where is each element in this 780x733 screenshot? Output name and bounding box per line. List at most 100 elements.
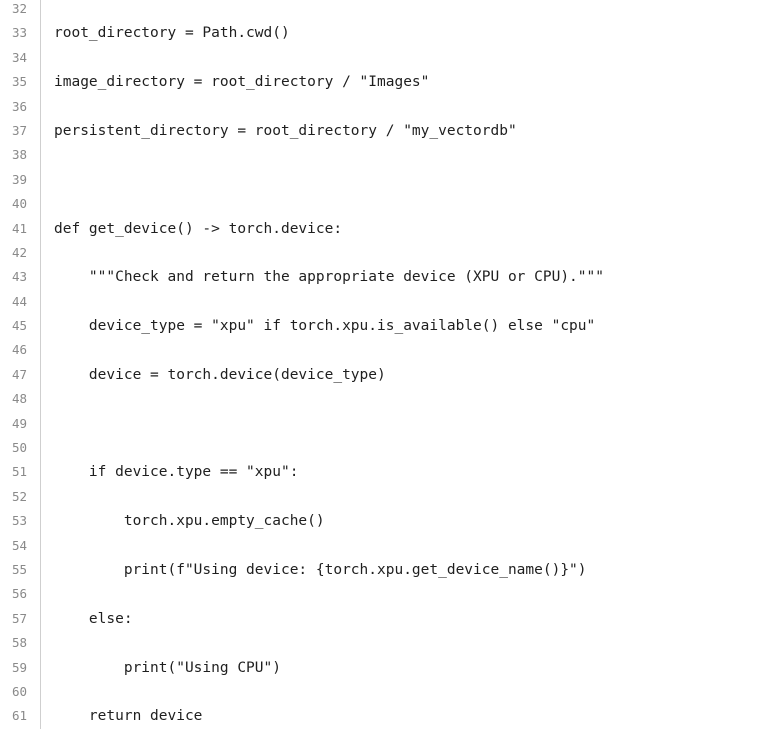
line-code[interactable]: device_type = "xpu" if torch.xpu.is_avai… xyxy=(54,318,596,335)
code-line[interactable]: 44 xyxy=(0,289,780,315)
line-number: 54 xyxy=(12,537,28,553)
code-line[interactable]: 39 xyxy=(0,167,780,193)
line-gutter: 48 xyxy=(0,387,41,412)
line-number: 60 xyxy=(12,683,28,699)
line-number: 39 xyxy=(12,171,28,187)
line-code[interactable] xyxy=(41,631,54,655)
line-number: 49 xyxy=(12,415,28,431)
code-line[interactable]: 37 persistent_directory = root_directory … xyxy=(0,118,780,144)
line-code[interactable] xyxy=(41,534,54,558)
line-code[interactable] xyxy=(41,46,54,70)
code-line[interactable]: 36 xyxy=(0,94,780,119)
line-code[interactable] xyxy=(41,485,54,509)
line-number: 56 xyxy=(12,586,28,602)
line-gutter: 42 xyxy=(0,240,41,266)
code-line[interactable]: 45 device_type = "xpu" if torch.xpu.is_a… xyxy=(0,314,780,339)
line-gutter: 39 xyxy=(0,167,41,193)
line-code[interactable] xyxy=(41,143,54,167)
line-gutter: 44 xyxy=(0,289,41,315)
line-code[interactable]: torch.xpu.empty_cache() xyxy=(54,513,325,530)
code-line[interactable]: 52 xyxy=(0,484,780,510)
line-gutter: 40 xyxy=(0,192,41,217)
line-number: 52 xyxy=(12,488,28,504)
code-line[interactable]: 49 xyxy=(0,411,780,437)
line-code[interactable]: persistent_directory = root_directory / … xyxy=(54,122,517,139)
line-code[interactable]: else: xyxy=(54,610,133,627)
line-gutter: 60 xyxy=(0,679,41,705)
line-code[interactable] xyxy=(41,582,54,606)
line-number: 46 xyxy=(12,342,28,358)
line-number: 48 xyxy=(12,391,28,407)
code-line[interactable]: 54 xyxy=(0,533,780,558)
line-code[interactable]: if device.type == "xpu": xyxy=(54,464,299,481)
line-code[interactable] xyxy=(41,680,54,704)
code-line[interactable]: 50 xyxy=(0,436,780,461)
code-line[interactable]: 59 print("Using CPU") xyxy=(0,655,780,680)
line-code[interactable]: def get_device() -> torch.device: xyxy=(54,220,343,237)
line-number: 59 xyxy=(12,659,28,675)
line-code[interactable] xyxy=(41,241,54,265)
line-gutter: 52 xyxy=(0,484,41,510)
line-number: 45 xyxy=(12,318,28,334)
line-code[interactable]: """Check and return the appropriate devi… xyxy=(54,269,604,286)
line-number: 36 xyxy=(12,98,28,114)
line-number: 41 xyxy=(12,220,28,236)
line-number: 32 xyxy=(12,1,28,16)
line-code[interactable]: device = torch.device(device_type) xyxy=(54,366,386,383)
code-line[interactable]: 46 xyxy=(0,338,780,363)
line-code[interactable] xyxy=(41,412,54,436)
code-line[interactable]: 42 xyxy=(0,240,780,266)
line-number: 43 xyxy=(12,269,28,285)
line-code[interactable] xyxy=(41,95,54,119)
code-line[interactable]: 34 xyxy=(0,45,780,71)
line-code[interactable]: root_directory = Path.cwd() xyxy=(54,25,290,42)
line-code[interactable] xyxy=(41,338,54,362)
line-code[interactable] xyxy=(41,0,54,21)
line-number: 42 xyxy=(12,244,28,260)
line-code[interactable] xyxy=(41,290,54,314)
code-line[interactable]: 40 xyxy=(0,192,780,217)
line-number: 53 xyxy=(12,513,28,529)
line-code[interactable] xyxy=(41,192,54,216)
line-code[interactable]: print(f"Using device: {torch.xpu.get_dev… xyxy=(54,561,587,578)
line-gutter: 59 xyxy=(0,655,41,680)
code-line[interactable]: 43 """Check and return the appropriate d… xyxy=(0,265,780,290)
line-number: 55 xyxy=(12,561,28,577)
line-gutter: 43 xyxy=(0,265,41,290)
line-number: 44 xyxy=(12,293,28,309)
line-gutter: 61 xyxy=(0,704,41,729)
code-line[interactable]: 55 print(f"Using device: {torch.xpu.get_… xyxy=(0,557,780,583)
code-line[interactable]: 56 xyxy=(0,582,780,607)
line-code[interactable] xyxy=(41,168,54,192)
line-gutter: 47 xyxy=(0,362,41,388)
line-gutter: 51 xyxy=(0,460,41,485)
line-number: 37 xyxy=(12,122,28,138)
code-line[interactable]: 58 xyxy=(0,631,780,656)
code-line[interactable]: 51 if device.type == "xpu": xyxy=(0,460,780,485)
code-line[interactable]: 61 return device xyxy=(0,704,780,729)
line-gutter: 57 xyxy=(0,606,41,632)
code-line[interactable]: 38 xyxy=(0,143,780,168)
line-number: 40 xyxy=(12,196,28,212)
code-line[interactable]: 47 device = torch.device(device_type) xyxy=(0,362,780,388)
line-gutter: 32 xyxy=(0,0,41,22)
line-code[interactable] xyxy=(41,387,54,411)
code-line[interactable]: 41 def get_device() -> torch.device: xyxy=(0,216,780,241)
line-number: 57 xyxy=(12,610,28,626)
line-code[interactable] xyxy=(41,436,54,460)
code-line[interactable]: 57 else: xyxy=(0,606,780,632)
code-line[interactable]: 48 xyxy=(0,387,780,412)
code-line[interactable]: 32 xyxy=(0,0,780,22)
line-number: 47 xyxy=(12,366,28,382)
line-code[interactable]: print("Using CPU") xyxy=(54,659,281,676)
code-line[interactable]: 60 xyxy=(0,679,780,705)
line-code[interactable]: image_directory = root_directory / "Imag… xyxy=(54,74,430,91)
line-number: 58 xyxy=(12,635,28,651)
line-number: 34 xyxy=(12,49,28,65)
line-code[interactable]: return device xyxy=(54,708,203,725)
line-gutter: 37 xyxy=(0,118,41,144)
code-line[interactable]: 53 torch.xpu.empty_cache() xyxy=(0,509,780,534)
